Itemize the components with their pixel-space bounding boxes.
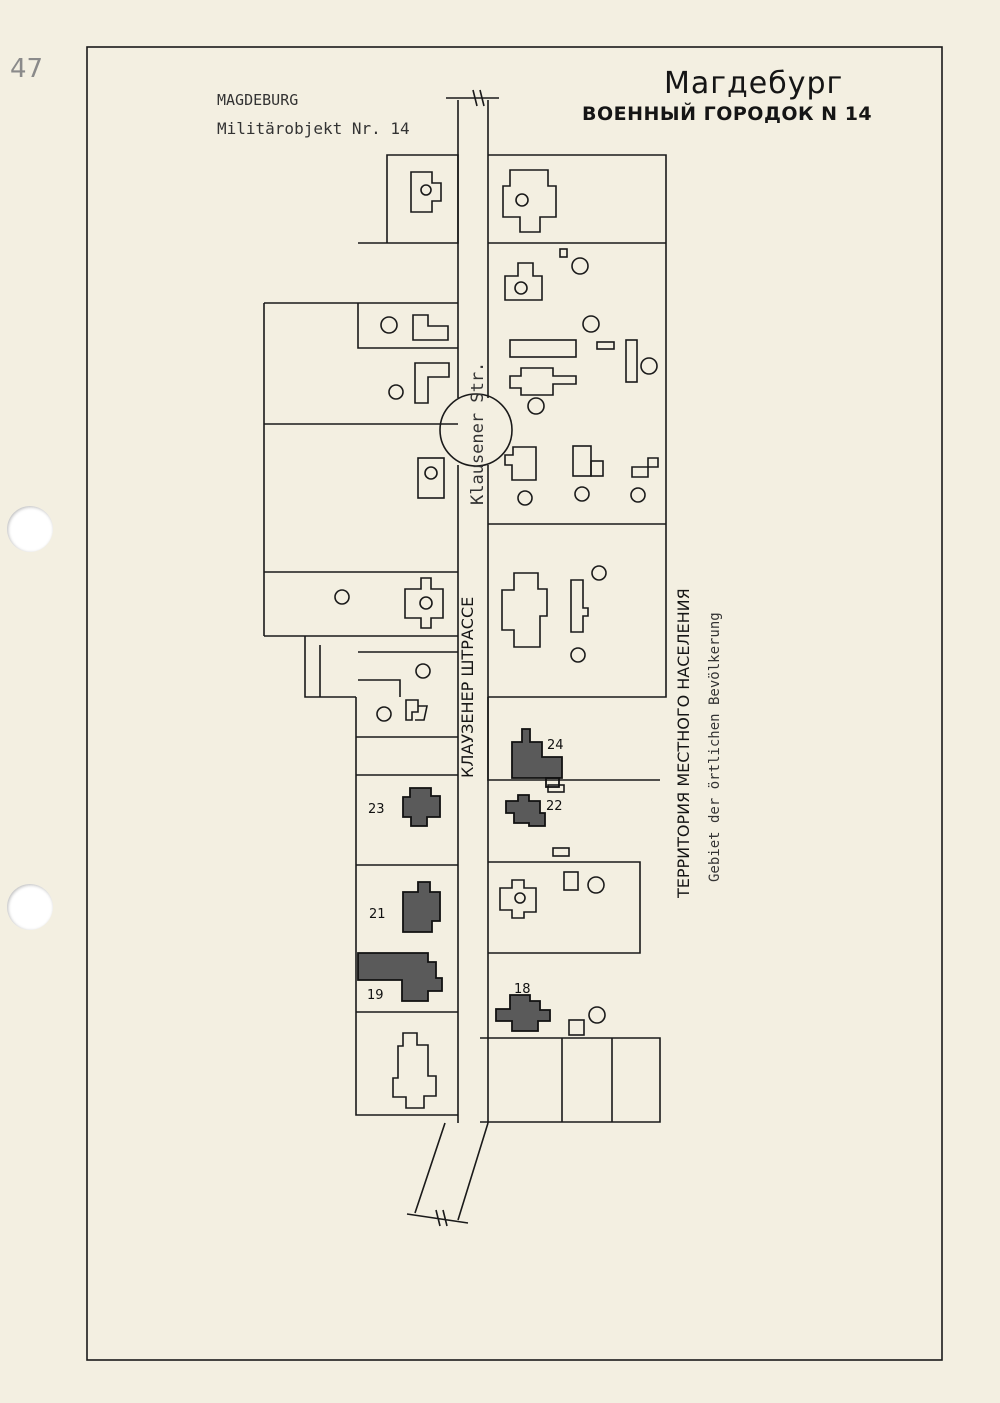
building-24: [511, 728, 563, 779]
title-ru-object: ВОЕННЫЙ ГОРОДОК N 14: [582, 103, 873, 125]
street-label-ru: КЛАУЗЕНЕР ШТРАССЕ: [458, 596, 477, 778]
building-19-label: 19: [367, 988, 384, 1003]
building-19: [357, 952, 443, 1002]
building-22: [505, 794, 546, 827]
street-label-de: Klausener Str.: [468, 361, 488, 505]
title-de-object: Militärobjekt Nr. 14: [217, 119, 410, 138]
punch-hole-top: [7, 506, 53, 552]
map-frame: [86, 46, 943, 1361]
building-outline-1: [410, 171, 442, 213]
title-de-city: MAGDEBURG: [217, 91, 299, 109]
punch-hole-bottom: [7, 884, 53, 930]
street-klausener: [414, 100, 489, 1221]
street-break-top: [446, 89, 499, 107]
building-21-label: 21: [369, 907, 386, 922]
building-18-label: 18: [514, 982, 531, 997]
title-ru-city: Магдебург: [664, 66, 844, 101]
roundabout: [439, 393, 513, 467]
building-outline-2: [502, 169, 557, 233]
building-outline-3: [504, 262, 543, 301]
parcels-left: [263, 154, 459, 1116]
building-23: [402, 787, 441, 827]
building-outline-small: [405, 699, 428, 721]
building-18: [495, 994, 551, 1032]
building-outline-bottom: [392, 1032, 437, 1109]
street-break-bottom: [406, 1209, 469, 1227]
building-24-label: 24: [547, 738, 564, 753]
area-label-ru: ТЕРРИТОРИЯ МЕСТНОГО НАСЕЛЕНИЯ: [674, 588, 693, 898]
page-number: 47: [10, 54, 44, 84]
building-23-label: 23: [368, 802, 385, 817]
building-22-label: 22: [546, 799, 563, 814]
area-label-de: Gebiet der örtlichen Bevölkerung: [707, 612, 723, 882]
building-21: [402, 881, 441, 933]
parcels-right: [480, 154, 667, 1123]
